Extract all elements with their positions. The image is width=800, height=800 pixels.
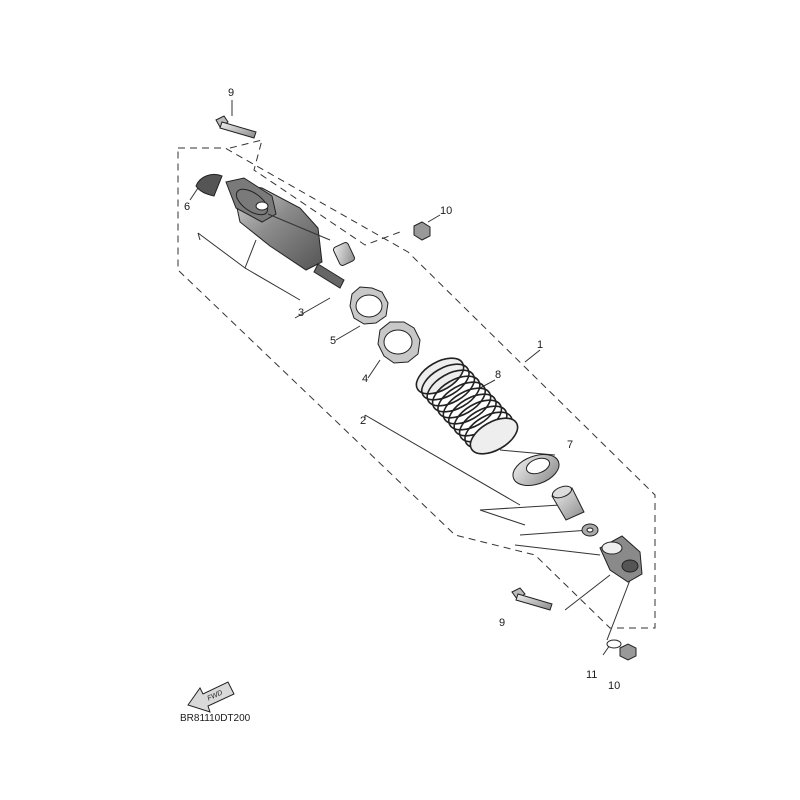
bolt-lower — [511, 587, 553, 611]
lower-mount — [599, 535, 643, 583]
assembly-boundary-inner — [229, 139, 401, 246]
spring-coil — [448, 393, 497, 431]
callout-9-upper: 9 — [228, 87, 234, 99]
callout-10-lower: 10 — [608, 680, 620, 692]
coil-spring — [415, 357, 519, 455]
adjuster-cap — [195, 173, 223, 197]
callout-7: 7 — [567, 439, 573, 451]
assembly-boundary-outer — [177, 147, 656, 629]
callout-1: 1 — [537, 339, 543, 351]
spring-coil — [421, 363, 470, 401]
nut-lower — [619, 643, 637, 661]
callout-10-upper: 10 — [440, 205, 452, 217]
spring-coil — [469, 417, 519, 455]
washer — [606, 639, 622, 649]
ring-nut-4 — [377, 321, 421, 364]
callout-11: 11 — [586, 669, 597, 681]
spring-coil — [442, 387, 492, 425]
shock-absorber-body — [225, 177, 345, 289]
spring-coil — [415, 357, 465, 395]
bolt-upper — [215, 115, 257, 139]
callout-3: 3 — [298, 307, 304, 319]
callout-2: 2 — [360, 415, 366, 427]
spring-coil — [437, 381, 486, 419]
drawing-code: BR81110DT200 — [180, 713, 251, 724]
nut-upper — [413, 221, 431, 241]
callout-5: 5 — [330, 335, 336, 347]
nut-small — [581, 523, 599, 537]
forward-arrow-icon: FWD — [187, 681, 235, 713]
callout-4: 4 — [362, 373, 368, 385]
callout-9-lower: 9 — [499, 617, 505, 629]
ring-nut-5 — [349, 286, 389, 325]
spring-coil — [431, 375, 481, 413]
leader-lines — [189, 100, 631, 656]
callout-8: 8 — [495, 369, 501, 381]
callout-6: 6 — [184, 201, 190, 213]
bump-rubber — [551, 485, 585, 521]
bushing-small — [333, 242, 355, 266]
spring-seat — [512, 453, 560, 487]
spring-coil — [426, 369, 476, 407]
